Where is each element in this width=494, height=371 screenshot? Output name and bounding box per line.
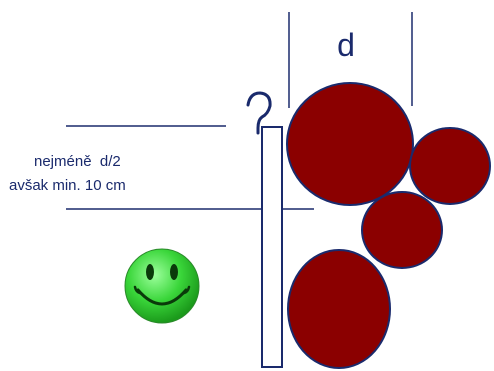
pipe-large-top [286, 82, 414, 206]
diameter-label: d [337, 27, 355, 63]
question-hook-icon [246, 91, 272, 135]
pipe-right [409, 127, 491, 205]
smiley-face-icon [124, 248, 200, 324]
support-post [261, 126, 283, 368]
pipe-middle [361, 191, 443, 269]
pipe-bottom [287, 249, 391, 369]
clearance-text-line1: nejméně d/2 [34, 153, 121, 170]
clearance-text-line2: avšak min. 10 cm [9, 177, 126, 194]
